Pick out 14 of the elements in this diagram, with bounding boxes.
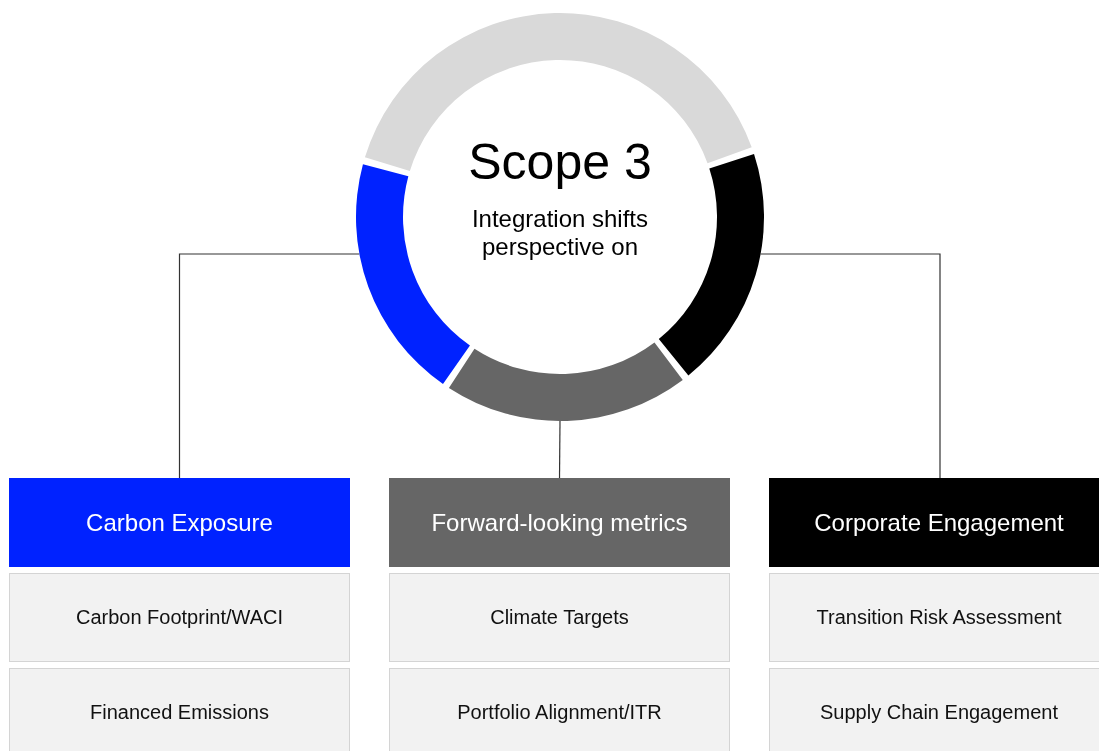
category-header: Forward-looking metrics <box>389 478 730 567</box>
connector-line <box>760 253 941 479</box>
metric-box: Supply Chain Engagement <box>769 668 1099 751</box>
ring-title: Scope 3 <box>467 133 653 191</box>
category-header: Carbon Exposure <box>9 478 350 567</box>
category-header: Corporate Engagement <box>769 478 1099 567</box>
connector-line <box>178 253 360 479</box>
metric-box: Transition Risk Assessment <box>769 573 1099 662</box>
metric-box: Portfolio Alignment/ITR <box>389 668 730 751</box>
metric-box: Financed Emissions <box>9 668 350 751</box>
metric-box: Climate Targets <box>389 573 730 662</box>
connector-line <box>558 420 561 479</box>
ring-subtitle: Integration shifts perspective on <box>470 205 650 261</box>
metric-box: Carbon Footprint/WACI <box>9 573 350 662</box>
